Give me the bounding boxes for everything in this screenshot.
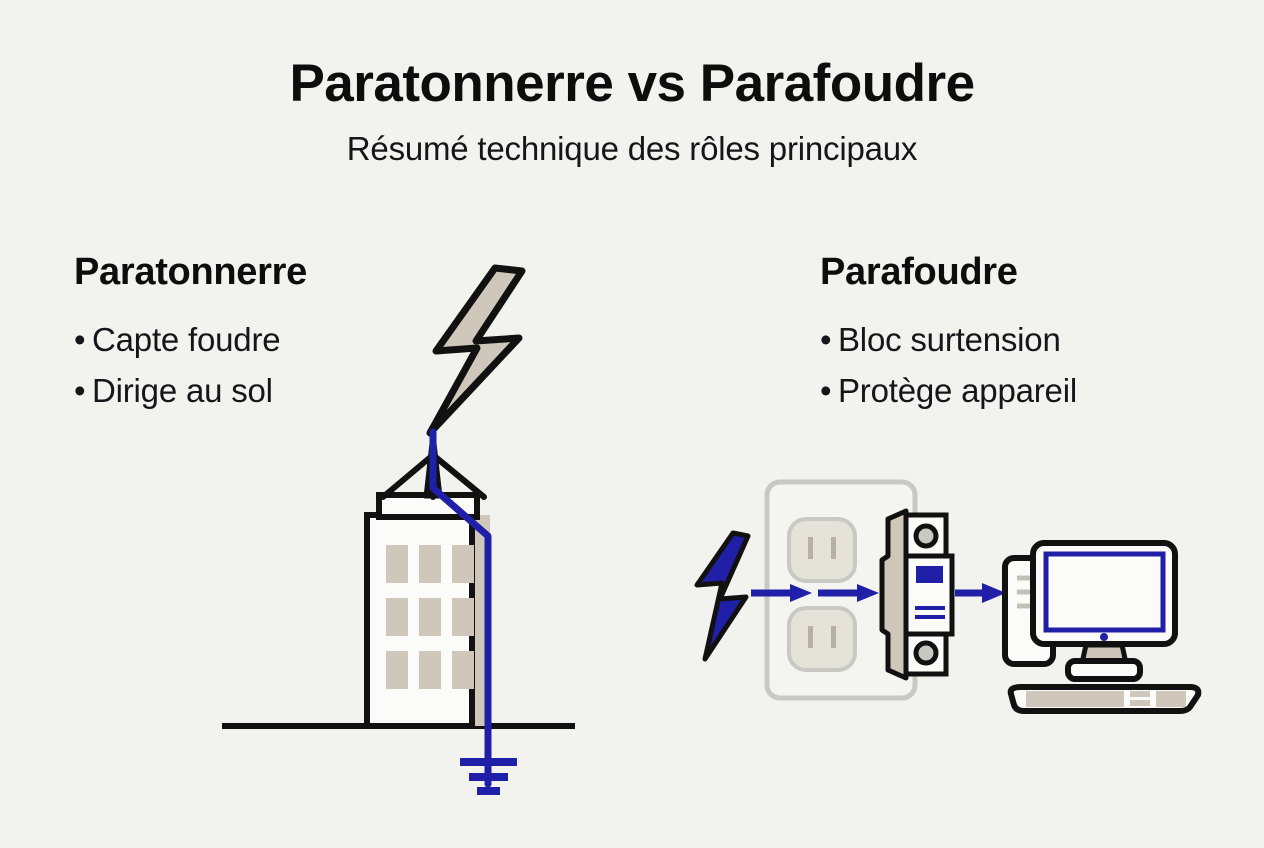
monitor-screen <box>1043 551 1166 633</box>
list-item-label: Protège appareil <box>838 371 1077 409</box>
list-item: •Dirige au sol <box>74 365 494 416</box>
lightning-rod-support-frame <box>380 452 487 500</box>
terminal-block-top <box>903 512 949 560</box>
list-item: •Bloc surtension <box>820 314 1240 365</box>
list-item-label: Dirige au sol <box>92 371 273 409</box>
keyboard-keys-arrows <box>1130 700 1150 706</box>
column-parafoudre: Parafoudre •Bloc surtension •Protège app… <box>820 251 1240 416</box>
column-title-parafoudre: Parafoudre <box>820 251 1018 293</box>
window <box>452 545 474 583</box>
status-indicator <box>916 566 943 583</box>
building-roof-cap <box>376 492 480 520</box>
keyboard-keys-arrows <box>1130 691 1150 697</box>
surge-protector-module-icon <box>879 508 955 681</box>
bullet-list-parafoudre: •Bloc surtension •Protège appareil <box>820 314 1240 416</box>
socket-slot <box>831 626 836 648</box>
earth-ground-symbol <box>460 758 517 795</box>
terminal-block-bottom <box>903 629 949 677</box>
arrow-right-icon <box>818 584 879 602</box>
window <box>452 598 474 636</box>
list-item: •Protège appareil <box>820 365 1240 416</box>
module-front-panel <box>903 553 955 637</box>
socket-slot <box>831 537 836 559</box>
column-title-paratonnerre: Paratonnerre <box>74 251 307 293</box>
window <box>419 545 441 583</box>
lightning-rod-icon <box>423 423 443 499</box>
wall-outlet-icon <box>764 479 918 701</box>
computer-tower <box>1002 555 1056 667</box>
terminal-screw <box>913 640 939 666</box>
window <box>419 598 441 636</box>
window <box>452 651 474 689</box>
monitor-neck <box>1079 642 1129 666</box>
socket-slot <box>808 626 813 648</box>
socket-slot <box>808 537 813 559</box>
monitor-base <box>1065 658 1143 682</box>
monitor-bezel <box>1030 540 1178 647</box>
outlet-socket-upper <box>787 517 857 583</box>
keyboard-icon <box>1007 684 1202 714</box>
arrow-right-icon <box>751 584 812 602</box>
desktop-computer-icon <box>1002 540 1202 714</box>
terminal-screw <box>913 523 939 549</box>
window <box>386 598 408 636</box>
bullet-marker: • <box>74 371 86 409</box>
page-title: Paratonnerre vs Parafoudre <box>289 54 975 113</box>
bullet-marker: • <box>74 320 86 358</box>
keyboard-keys-right <box>1156 691 1186 707</box>
window <box>419 651 441 689</box>
outlet-socket-lower <box>787 606 857 672</box>
down-conductor-cable <box>429 428 492 788</box>
arrow-right-icon <box>955 583 1006 603</box>
bullet-marker: • <box>820 320 832 358</box>
surge-protector-scene <box>694 479 1202 714</box>
list-item-label: Bloc surtension <box>838 320 1061 358</box>
lightning-bolt-icon <box>694 530 751 662</box>
power-led <box>1100 633 1108 641</box>
bullet-list-paratonnerre: •Capte foudre •Dirige au sol <box>74 314 494 416</box>
list-item-label: Capte foudre <box>92 320 281 358</box>
building-windows <box>386 545 474 689</box>
column-paratonnerre: Paratonnerre •Capte foudre •Dirige au so… <box>74 251 494 416</box>
header: Paratonnerre vs Parafoudre Résumé techni… <box>0 56 1264 167</box>
keyboard-keys-left <box>1026 691 1124 707</box>
building-icon <box>364 512 475 729</box>
page-subtitle: Résumé technique des rôles principaux <box>346 129 918 167</box>
list-item: •Capte foudre <box>74 314 494 365</box>
building-side-face <box>465 515 490 726</box>
bullet-marker: • <box>820 371 832 409</box>
window <box>386 651 408 689</box>
window <box>386 545 408 583</box>
